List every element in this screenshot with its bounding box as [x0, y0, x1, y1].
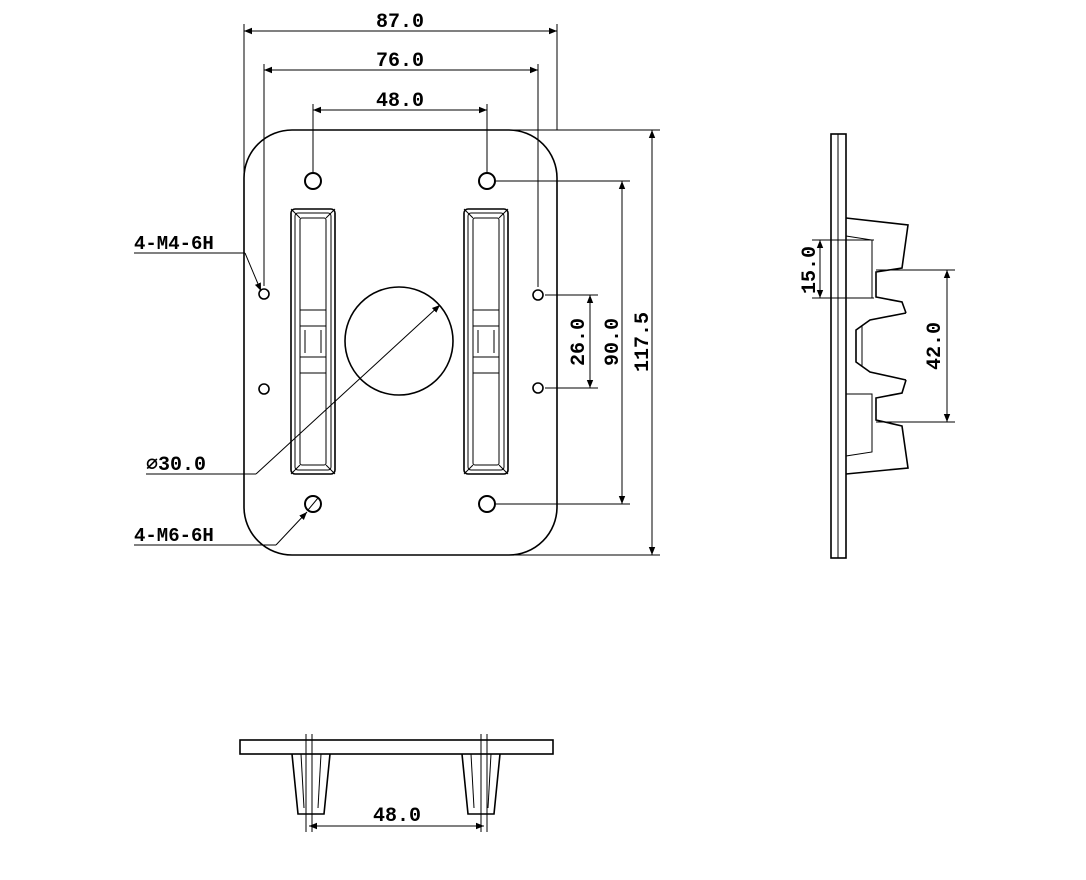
right-slot [463, 208, 509, 475]
dim-side-boss-span-label: 42.0 [924, 322, 947, 370]
m4-holes [258, 288, 544, 395]
callout-diameter-label: ⌀30.0 [146, 454, 206, 477]
bottom-boss-left [291, 753, 331, 815]
bottom-view: 48.0 [239, 734, 554, 832]
center-hole [344, 286, 454, 396]
dim-small-hole-spacing-label: 26.0 [568, 318, 591, 366]
dim-overall-width: 87.0 [243, 11, 558, 190]
dim-side-step: 15.0 [799, 239, 874, 299]
front-view: 87.0 76.0 48.0 117.5 90.0 [134, 11, 660, 556]
m6-hole [304, 172, 322, 190]
bottom-plate [239, 739, 554, 755]
dim-top-hole-span-label: 48.0 [376, 90, 424, 113]
dim-top-hole-span: 48.0 [312, 90, 488, 172]
callout-m6-label: 4-M6-6H [134, 525, 214, 547]
side-recess [855, 312, 907, 381]
dim-bottom-boss-span: 48.0 [309, 805, 484, 830]
left-slot [290, 208, 336, 475]
side-view: 15.0 42.0 [799, 133, 955, 559]
m6-hole [304, 495, 322, 513]
m4-hole [532, 289, 544, 301]
callout-m4: 4-M4-6H [134, 233, 262, 292]
dim-vertical-hole-span: 90.0 [496, 180, 630, 505]
dim-bottom-boss-span-label: 48.0 [373, 805, 421, 828]
dim-side-step-label: 15.0 [799, 246, 822, 294]
m6-hole [478, 172, 496, 190]
dim-inner-hole-span: 76.0 [263, 50, 539, 287]
dim-overall-height: 117.5 [500, 129, 660, 556]
plate-outline [243, 129, 558, 556]
dim-small-hole-spacing: 26.0 [545, 294, 598, 389]
side-boss-lower [845, 379, 909, 475]
dim-inner-hole-span-label: 76.0 [376, 50, 424, 73]
callout-m6: 4-M6-6H [134, 511, 308, 547]
callout-m4-label: 4-M4-6H [134, 233, 214, 255]
m4-hole [258, 288, 270, 300]
m4-hole [258, 383, 270, 395]
m6-hole [478, 495, 496, 513]
m4-hole [532, 382, 544, 394]
side-boss-upper [845, 217, 909, 314]
dim-overall-height-label: 117.5 [632, 312, 655, 372]
dim-overall-width-label: 87.0 [376, 11, 424, 34]
m6-holes [304, 172, 496, 513]
callout-diameter: ⌀30.0 [146, 304, 441, 477]
dim-side-boss-span: 42.0 [876, 269, 955, 423]
dim-vertical-hole-span-label: 90.0 [602, 318, 625, 366]
